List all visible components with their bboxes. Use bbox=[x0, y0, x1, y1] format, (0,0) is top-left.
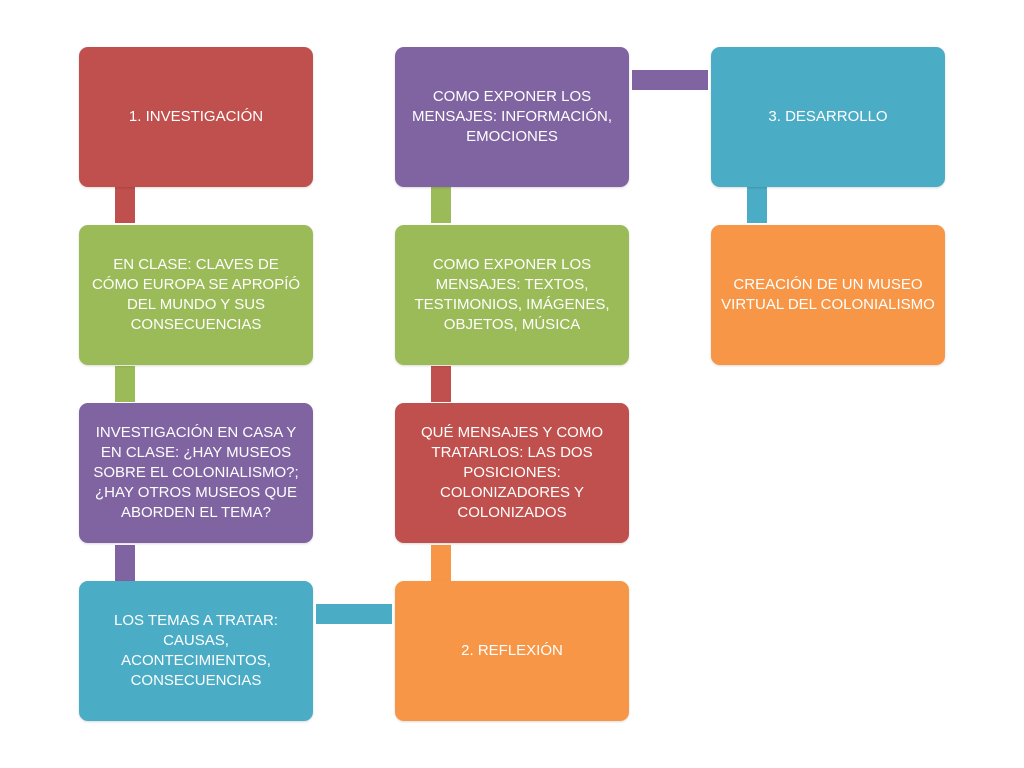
connector-temas-reflexion bbox=[316, 604, 392, 624]
box-exponer-info-label: COMO EXPONER LOS MENSAJES: INFORMACIÓN, … bbox=[411, 88, 613, 145]
box-creacion-label: CREACIÓN DE UN MUSEO VIRTUAL DEL COLONIA… bbox=[721, 276, 935, 313]
box-temas: LOS TEMAS A TRATAR: CAUSAS, ACONTECIMIEN… bbox=[79, 581, 313, 721]
connector-investigacion-casa-temas bbox=[115, 545, 135, 581]
box-desarrollo: 3. DESARROLLO bbox=[711, 47, 945, 187]
box-investigacion-label: 1. INVESTIGACIÓN bbox=[128, 108, 264, 125]
box-en-clase: EN CLASE: CLAVES DE CÓMO EUROPA SE APROP… bbox=[79, 225, 313, 365]
box-temas-label: LOS TEMAS A TRATAR: CAUSAS, ACONTECIMIEN… bbox=[114, 612, 278, 689]
box-exponer-info: COMO EXPONER LOS MENSAJES: INFORMACIÓN, … bbox=[395, 47, 629, 187]
connector-exponer-info-desarrollo bbox=[632, 70, 708, 90]
box-investigacion-casa: INVESTIGACIÓN EN CASA Y EN CLASE: ¿HAY M… bbox=[79, 403, 313, 543]
connector-investigacion-en-clase bbox=[115, 187, 135, 223]
box-exponer-textos: COMO EXPONER LOS MENSAJES: TEXTOS, TESTI… bbox=[395, 225, 629, 365]
box-desarrollo-label: 3. DESARROLLO bbox=[768, 108, 888, 125]
box-que-mensajes-label: QUÉ MENSAJES Y COMO TRATARLOS: LAS DOS P… bbox=[421, 424, 603, 521]
box-investigacion: 1. INVESTIGACIÓN bbox=[79, 47, 313, 187]
box-que-mensajes: QUÉ MENSAJES Y COMO TRATARLOS: LAS DOS P… bbox=[395, 403, 629, 543]
box-reflexion: 2. REFLEXIÓN bbox=[395, 581, 629, 721]
box-exponer-textos-label: COMO EXPONER LOS MENSAJES: TEXTOS, TESTI… bbox=[414, 256, 610, 333]
box-en-clase-label: EN CLASE: CLAVES DE CÓMO EUROPA SE APROP… bbox=[91, 256, 301, 333]
connector-reflexion-que-mensajes bbox=[431, 545, 451, 581]
connector-exponer-textos-exponer-info bbox=[431, 187, 451, 223]
box-reflexion-label: 2. REFLEXIÓN bbox=[461, 642, 563, 659]
box-investigacion-casa-label: INVESTIGACIÓN EN CASA Y EN CLASE: ¿HAY M… bbox=[93, 424, 299, 521]
connector-en-clase-investigacion-casa bbox=[115, 366, 135, 402]
box-creacion: CREACIÓN DE UN MUSEO VIRTUAL DEL COLONIA… bbox=[711, 225, 945, 365]
connector-que-mensajes-exponer-textos bbox=[431, 366, 451, 402]
connector-desarrollo-creacion bbox=[747, 187, 767, 223]
